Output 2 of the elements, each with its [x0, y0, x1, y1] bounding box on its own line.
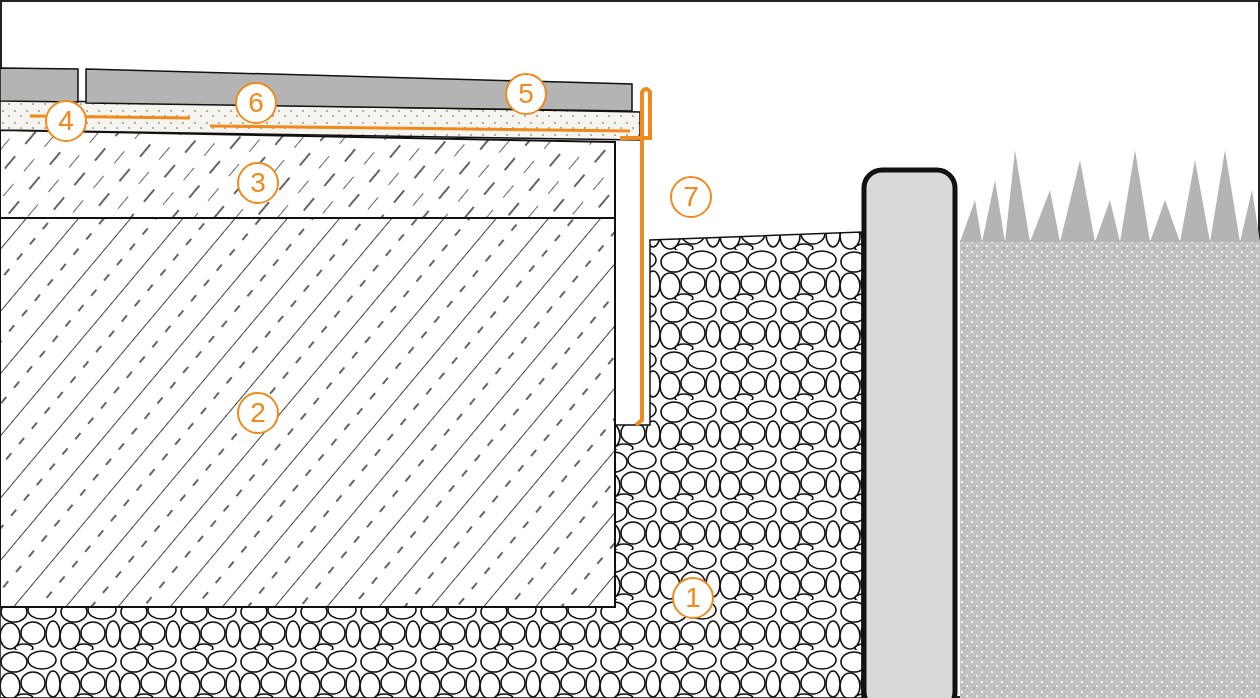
callout-number: 5: [505, 73, 547, 115]
callout-number: 7: [670, 176, 712, 218]
